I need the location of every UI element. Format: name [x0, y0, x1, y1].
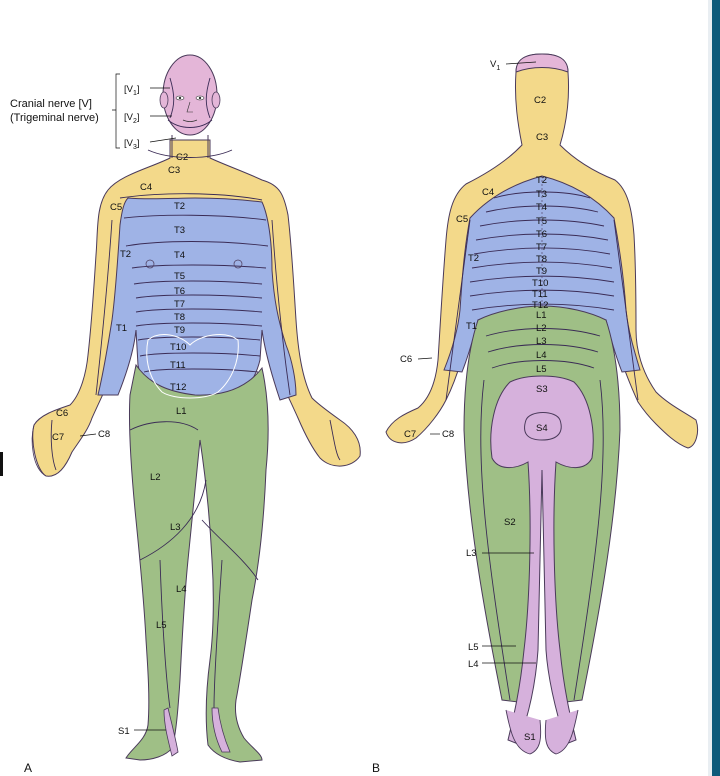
trigeminal-annotation: Cranial nerve [V] (Trigeminal nerve) [V1… — [10, 73, 177, 151]
post-t6: T6 — [536, 229, 547, 240]
post-l5-leg: L5 — [468, 642, 479, 653]
post-c4: C4 — [482, 187, 494, 198]
post-t4: T4 — [536, 202, 547, 213]
margin-mark — [0, 452, 3, 476]
anterior-figure — [31, 54, 361, 763]
post-s1: S1 — [524, 732, 536, 743]
ant-c8: C8 — [98, 429, 110, 440]
anterior-thoracic-region — [97, 197, 297, 405]
ant-c4: C4 — [140, 182, 152, 193]
posterior-s4-ring — [524, 412, 562, 441]
ant-t7: T7 — [174, 299, 185, 310]
post-l3-leg: L3 — [466, 548, 477, 559]
ant-t12: T12 — [170, 382, 186, 393]
svg-text:V1: V1 — [490, 59, 500, 72]
post-l3: L3 — [536, 336, 547, 347]
post-t8: T8 — [536, 254, 547, 265]
v1-label: [V — [124, 84, 134, 95]
v3-label: [V — [124, 138, 134, 149]
ant-l2: L2 — [150, 472, 161, 483]
post-l4-leg: L4 — [468, 659, 479, 670]
post-t12: T12 — [532, 300, 548, 311]
ant-t11: T11 — [170, 360, 186, 371]
trigeminal-title-line1: Cranial nerve [V] — [10, 98, 92, 110]
post-t3: T3 — [536, 189, 547, 200]
post-v1: V — [490, 59, 497, 70]
post-l1: L1 — [536, 310, 547, 321]
post-c5: C5 — [456, 214, 468, 225]
ant-l5: L5 — [156, 620, 167, 631]
post-t2-arm: T2 — [468, 253, 479, 264]
svg-text:[V3]: [V3] — [124, 138, 140, 151]
ant-l3: L3 — [170, 522, 181, 533]
anterior-head — [162, 54, 218, 136]
ant-t4: T4 — [174, 250, 185, 261]
anterior-lumbar-region — [125, 363, 269, 763]
ant-c7: C7 — [52, 432, 64, 443]
posterior-sacral-region — [490, 375, 594, 745]
v2-label: [V — [124, 112, 134, 123]
post-l5: L5 — [536, 364, 547, 375]
ant-t6: T6 — [174, 286, 185, 297]
ant-t10: T10 — [170, 342, 186, 353]
ant-t8: T8 — [174, 312, 185, 323]
page-edge-strip — [708, 0, 720, 776]
post-c2: C2 — [534, 95, 546, 106]
svg-text:[V2]: [V2] — [124, 112, 140, 125]
post-t9: T9 — [536, 266, 547, 277]
post-t5: T5 — [536, 216, 547, 227]
ant-t9: T9 — [174, 325, 185, 336]
post-l2: L2 — [536, 323, 547, 334]
anterior-sacral-foot — [163, 707, 179, 757]
panel-b-label: B — [372, 761, 380, 775]
ant-l4: L4 — [176, 584, 187, 595]
anterior-labels: C2 C3 C4 C5 T2 T3 T2 T4 T5 T6 T7 T8 T1 T… — [52, 152, 188, 737]
post-t7: T7 — [536, 242, 547, 253]
ant-c6: C6 — [56, 408, 68, 419]
ant-t5: T5 — [174, 271, 185, 282]
post-s4: S4 — [536, 423, 548, 434]
posterior-v1-region — [515, 53, 569, 73]
post-t1: T1 — [466, 321, 477, 332]
post-c7: C7 — [404, 429, 416, 440]
post-s3: S3 — [536, 384, 548, 395]
trigeminal-title-line2: (Trigeminal nerve) — [10, 112, 99, 124]
ant-l1: L1 — [176, 406, 187, 417]
posterior-figure — [385, 53, 699, 755]
ant-t2-arm: T2 — [120, 249, 131, 260]
ant-t1: T1 — [116, 323, 127, 334]
post-s2: S2 — [504, 517, 516, 528]
ant-s1: S1 — [118, 726, 130, 737]
ant-c5: C5 — [110, 202, 122, 213]
post-t10: T10 — [532, 278, 548, 289]
post-c6: C6 — [400, 354, 412, 365]
anterior-sacral-foot-right — [211, 707, 231, 753]
ant-c2: C2 — [176, 152, 188, 163]
post-t11: T11 — [532, 289, 548, 300]
panel-a-label: A — [24, 761, 32, 775]
post-c8: C8 — [442, 429, 454, 440]
ant-t3: T3 — [174, 225, 185, 236]
ant-c3: C3 — [168, 165, 180, 176]
svg-text:[V1]: [V1] — [124, 84, 140, 97]
post-t2: T2 — [536, 175, 547, 186]
posterior-labels: V1 C2 C3 T2 C4 T3 T4 C5 T5 T6 T7 T2 T8 T… — [400, 59, 548, 743]
post-l4: L4 — [536, 350, 547, 361]
ant-t2: T2 — [174, 201, 185, 212]
post-c3: C3 — [536, 132, 548, 143]
